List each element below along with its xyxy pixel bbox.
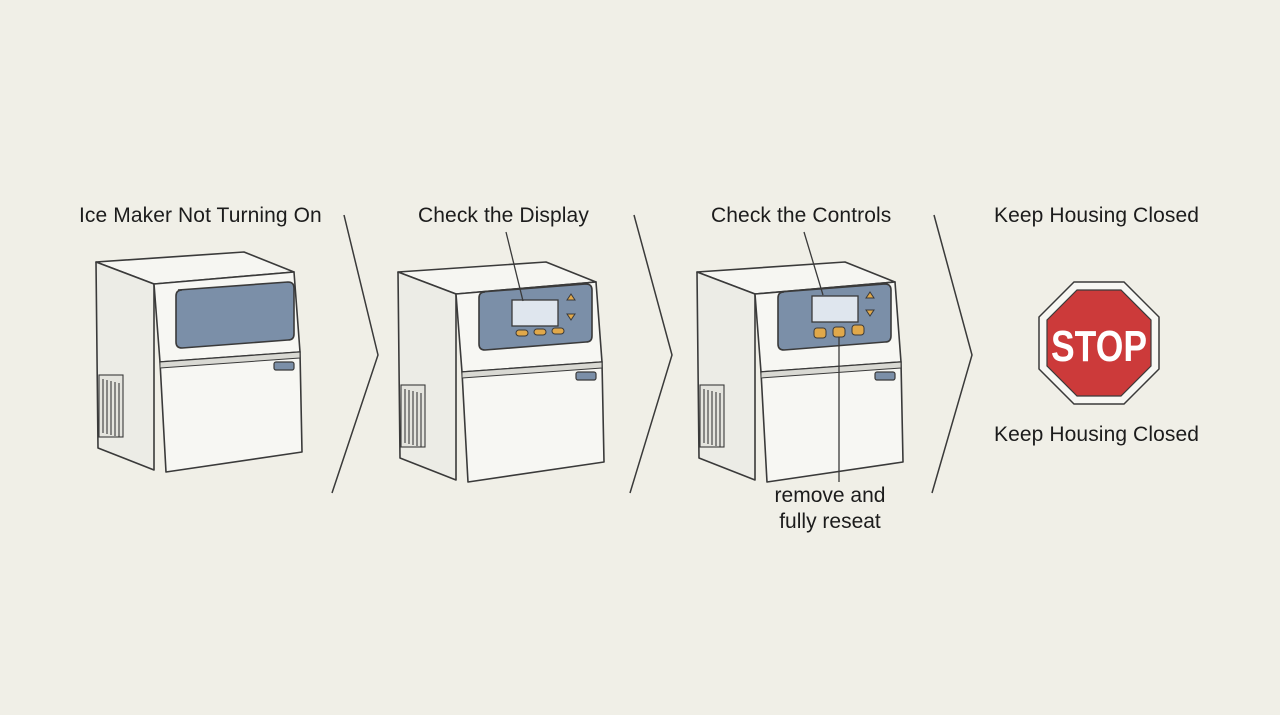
chevron-right-icon: [931, 214, 973, 494]
reseat-note: remove and fully reseat: [752, 483, 908, 535]
ice-maker-icon: [95, 251, 303, 473]
stop-sign-icon: STOP: [1038, 281, 1160, 405]
stop-caption: Keep Housing Closed: [994, 423, 1200, 446]
chevron-right-icon: [629, 214, 673, 494]
stop-sign-text: STOP: [1051, 322, 1147, 371]
chevron-right-icon: [331, 214, 379, 494]
reseat-note-line-1: remove and: [774, 484, 886, 507]
ice-maker-icon: [397, 231, 605, 483]
ice-maker-icon: [696, 231, 904, 483]
step-title-check-the-display: Check the Display: [418, 204, 589, 227]
step-title-keep-housing-closed: Keep Housing Closed: [994, 204, 1200, 227]
step-title-check-the-controls: Check the Controls: [711, 204, 892, 227]
step-title-ice-maker-not-turning-on: Ice Maker Not Turning On: [79, 204, 322, 227]
reseat-note-line-2: fully reseat: [779, 510, 881, 533]
